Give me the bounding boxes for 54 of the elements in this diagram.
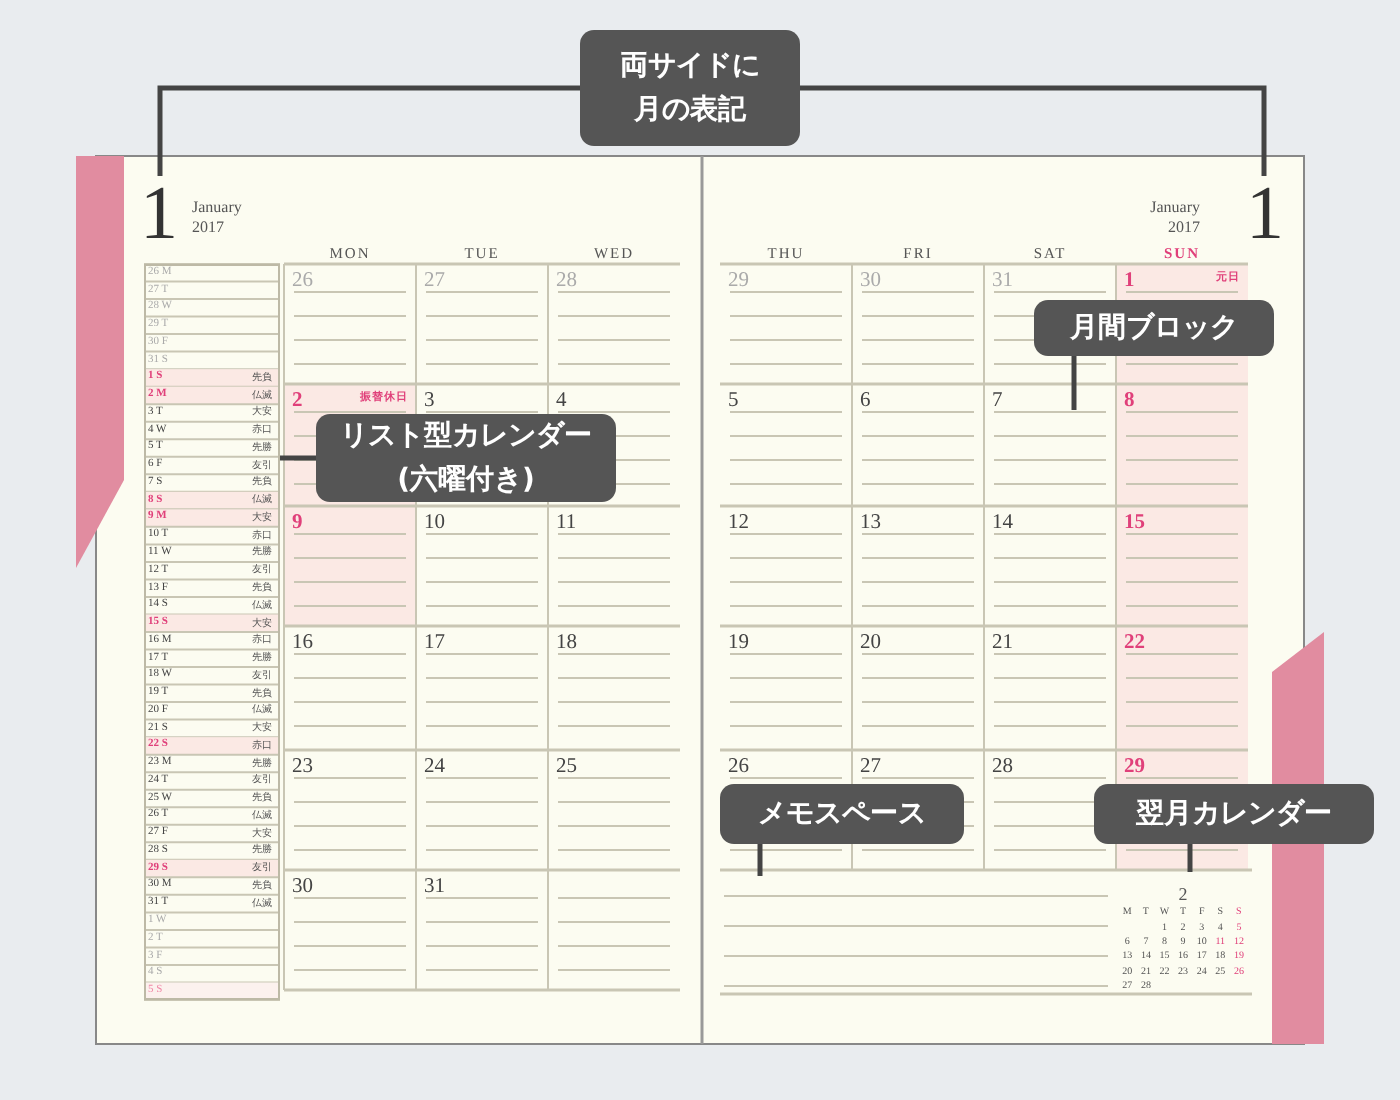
leader-line: [800, 85, 1267, 176]
date-number: 24: [424, 758, 445, 779]
date-number: 23: [292, 758, 313, 779]
callout-box: 両サイドに月の表記: [580, 30, 800, 146]
date-number: 30: [292, 878, 313, 899]
date-number: 16: [292, 634, 313, 655]
mini-month-number: 2: [1176, 886, 1190, 904]
date-number: 9: [292, 514, 303, 535]
date-number: 29: [1124, 758, 1145, 779]
date-number: 31: [424, 878, 445, 899]
callout-box: メモスペース: [720, 784, 964, 844]
date-number: 11: [556, 514, 577, 535]
date-number: 13: [860, 514, 881, 535]
callout-box: リスト型カレンダー(六曜付き): [316, 414, 616, 502]
month-year: January 2017: [192, 198, 244, 238]
date-number: 26: [292, 272, 313, 293]
date-number: 1: [1124, 272, 1135, 293]
leader-line: [157, 85, 580, 176]
date-number: 27: [424, 272, 445, 293]
date-number: 17: [424, 634, 445, 655]
leader-line: [757, 844, 763, 876]
month-number: 1: [1246, 176, 1284, 252]
date-number: 6: [860, 392, 871, 413]
callout-box: 翌月カレンダー: [1094, 784, 1374, 844]
date-number: 15: [1124, 514, 1145, 535]
date-number: 7: [992, 392, 1003, 413]
date-number: 29: [728, 272, 749, 293]
date-number: 21: [992, 634, 1013, 655]
date-number: 25: [556, 758, 577, 779]
date-number: 19: [728, 634, 749, 655]
date-number: 4: [556, 392, 567, 413]
date-number: 26: [728, 758, 749, 779]
date-number: 30: [860, 272, 881, 293]
date-number: 28: [556, 272, 577, 293]
date-number: 8: [1124, 392, 1135, 413]
leader-line: [1071, 356, 1077, 410]
month-number: 1: [140, 176, 178, 252]
date-number: 10: [424, 514, 445, 535]
date-number: 12: [728, 514, 749, 535]
month-year: January 2017: [1148, 198, 1200, 238]
date-number: 18: [556, 634, 577, 655]
list-calendar: [144, 264, 280, 1000]
date-number: 3: [424, 392, 435, 413]
date-number: 31: [992, 272, 1013, 293]
date-number: 2: [292, 392, 303, 413]
date-number: 20: [860, 634, 881, 655]
date-number: 14: [992, 514, 1013, 535]
date-number: 5: [728, 392, 739, 413]
date-number: 28: [992, 758, 1013, 779]
callout-box: 月間ブロック: [1034, 300, 1274, 356]
date-number: 22: [1124, 634, 1145, 655]
leader-line: [1187, 844, 1193, 872]
leader-line: [280, 455, 316, 461]
date-number: 27: [860, 758, 881, 779]
